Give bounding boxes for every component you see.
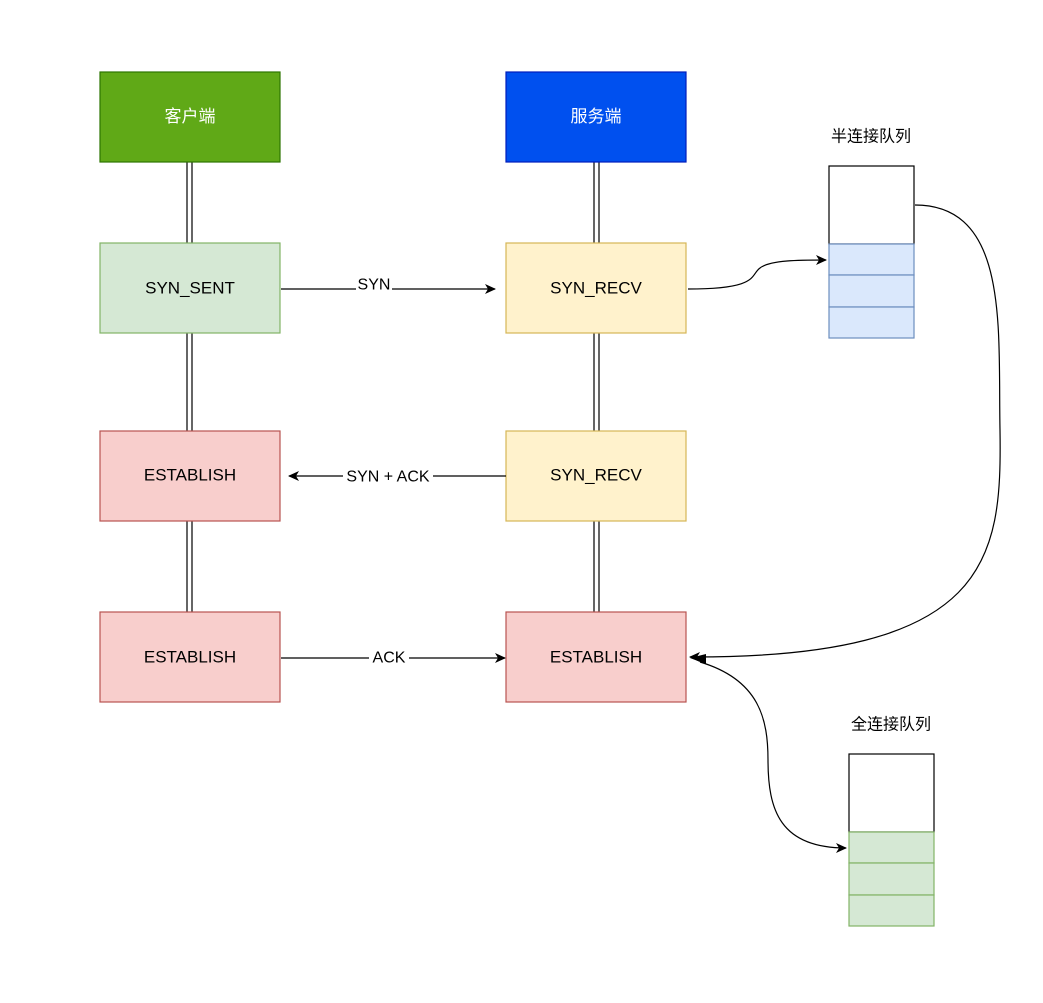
syn-ack-label-bg (343, 467, 433, 485)
server-state-syn-recv-1: SYN_RECV (505, 242, 687, 334)
ack-label-bg (369, 649, 409, 667)
full-connection-queue: 全连接队列 (848, 715, 935, 927)
full-queue-title: 全连接队列 (851, 715, 931, 734)
client-lifeline (186, 162, 193, 612)
syn-ack-label: SYN + ACK (346, 469, 429, 486)
full-queue-empty-area (848, 753, 935, 833)
full-queue-slot (848, 894, 935, 927)
half-queue-slot (828, 243, 915, 276)
half-queue-slot (828, 306, 915, 339)
client-header-box (99, 71, 281, 163)
ack-message: ACK (281, 649, 506, 667)
ack-label: ACK (373, 650, 406, 667)
full-queue-slot (848, 831, 935, 864)
client-state-syn-sent: SYN_SENT (99, 242, 281, 334)
client-state-establish-2: ESTABLISH (99, 611, 281, 703)
syn-sent-box (99, 242, 281, 334)
server-state-syn-recv-2: SYN_RECV (505, 430, 687, 522)
establish-to-full-queue-arrow-head (690, 654, 706, 664)
server-header: 服务端 (505, 71, 687, 163)
server-header-box (505, 71, 687, 163)
client-state-establish-1: ESTABLISH (99, 430, 281, 522)
syn-recv-box-1 (505, 242, 687, 334)
establish-to-full-queue-arrow (699, 661, 847, 853)
server-establish-box (505, 611, 687, 703)
syn-label-bg (356, 276, 392, 294)
half-queue-to-establish-arrow (689, 204, 1001, 663)
syn-recv-box-2 (505, 430, 687, 522)
full-queue-slot (848, 862, 935, 896)
server-lifeline (593, 162, 600, 612)
syn-label: SYN (358, 277, 391, 294)
half-queue-title: 半连接队列 (831, 127, 911, 146)
server-state-establish: ESTABLISH (505, 611, 687, 703)
client-establish-box-1 (99, 430, 281, 522)
syn-ack-message: SYN + ACK (288, 467, 506, 486)
half-queue-slot (828, 274, 915, 308)
half-connection-queue: 半连接队列 (828, 127, 915, 339)
syn-recv-label-2: SYN_RECV (550, 466, 642, 485)
syn-sent-label: SYN_SENT (145, 279, 235, 298)
enqueue-half-queue-arrow (687, 255, 827, 290)
server-establish-label: ESTABLISH (550, 648, 642, 667)
client-establish-label-1: ESTABLISH (144, 466, 236, 485)
client-establish-label-2: ESTABLISH (144, 648, 236, 667)
client-establish-box-2 (99, 611, 281, 703)
syn-message: SYN (281, 276, 496, 294)
syn-recv-label-1: SYN_RECV (550, 279, 642, 298)
client-header-label: 客户端 (165, 107, 216, 127)
server-header-label: 服务端 (571, 107, 622, 127)
half-queue-empty-area (828, 165, 915, 245)
client-header: 客户端 (99, 71, 281, 163)
